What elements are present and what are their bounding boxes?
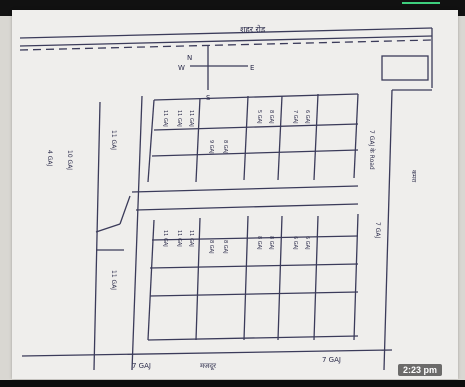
col4-1: 8 GAJ	[268, 110, 274, 124]
col2-top-0: 11 GAJ	[162, 110, 168, 127]
col2-top-2: 11 GAJ	[188, 110, 194, 127]
left-plot-a: 4 GAJ	[46, 150, 53, 166]
col2-mid-0: 11 GAJ	[162, 230, 168, 247]
side-room-label: कमरा	[410, 170, 417, 183]
compass-west: W	[178, 64, 185, 72]
road-top-label: शहर रोड	[240, 24, 266, 34]
compass-east: E	[250, 64, 254, 72]
bottom-left-label: 7 GAJ	[132, 362, 151, 370]
progress-indicator	[402, 2, 440, 4]
col5-2: 6 GAJ	[292, 236, 298, 250]
col2-mid-2: 11 GAJ	[188, 230, 194, 247]
timestamp: 2:23 pm	[398, 364, 443, 376]
col5-0: 7 GAJ	[292, 110, 298, 124]
col2-top-1: 11 GAJ	[176, 110, 182, 127]
bottom-right-label: 7 GAJ	[322, 356, 341, 364]
site-plan-sketch: शहर रोड N S E W 4 GAJ 10 GAJ 11 GAJ 11 G…	[19, 24, 433, 371]
col4-0: 5 GAJ	[256, 110, 262, 124]
bottom-bar	[0, 380, 465, 387]
col4-3: 8 GAJ	[268, 236, 274, 250]
col3-3: 8 GAJ	[222, 240, 228, 254]
left-plot-d: 11 GAJ	[110, 270, 117, 290]
sketch-photo: शहर रोड N S E W 4 GAJ 10 GAJ 11 GAJ 11 G…	[12, 10, 458, 379]
col3-0: 9 GAJ	[208, 140, 214, 154]
vertical-road-label: 7 GAJ के Road	[368, 130, 376, 170]
compass-south: S	[206, 94, 211, 102]
left-plot-b: 10 GAJ	[66, 150, 73, 170]
col4-2: 8 GAJ	[256, 236, 262, 250]
bottom-center-label: मजदूर	[200, 362, 216, 371]
col2-mid-1: 11 GAJ	[176, 230, 182, 247]
left-plot-c: 11 GAJ	[110, 130, 117, 150]
col3-1: 8 GAJ	[222, 140, 228, 154]
col5-1: 6 GAJ	[304, 110, 310, 124]
col5-3: 6 GAJ	[304, 236, 310, 250]
col3-2: 8 GAJ	[208, 240, 214, 254]
compass-north: N	[187, 54, 192, 62]
right-road-label: 7 GAJ	[374, 222, 381, 238]
